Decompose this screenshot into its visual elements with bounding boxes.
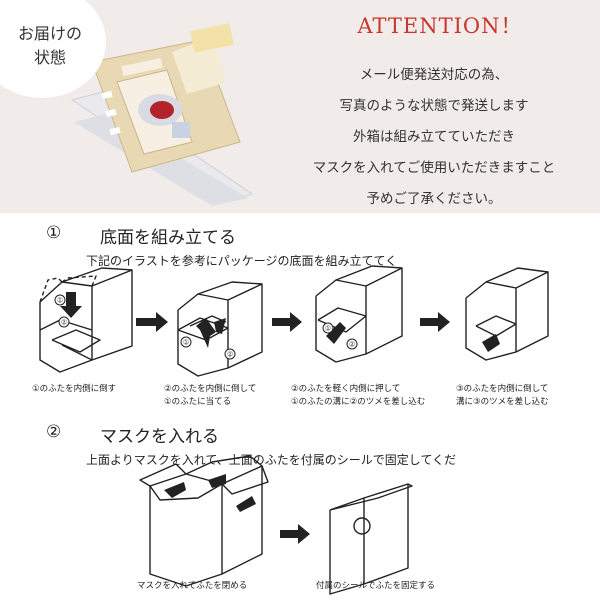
attention-line: 写真のような状態で発送します	[339, 98, 529, 114]
fold-arrow-icon	[60, 292, 82, 318]
caption-line: ①のふたの溝に②のツメを差し込む	[291, 397, 426, 407]
step1-title: 底面を組み立てる	[100, 228, 236, 248]
arrow-right-icon	[272, 312, 302, 332]
arrow-right-icon	[420, 312, 450, 332]
delivery-state-banner	[0, 0, 600, 213]
box-step2-fig2	[329, 483, 413, 595]
step1-caption-4: ③のふたを内側に倒して 溝に③のツメを差し込む	[456, 383, 549, 409]
caption-line: ①のふたを内側に倒す	[32, 384, 117, 394]
caption-line: ②のふたを内側に倒して	[164, 384, 257, 394]
marker-1-label: ①	[57, 297, 63, 305]
fold-markers	[54, 294, 358, 360]
box-step1-fig3	[315, 265, 403, 363]
caption-line: ①のふたに当てる	[164, 397, 232, 407]
step2-number: ②	[46, 422, 62, 442]
fold-arrow-icon	[482, 334, 500, 352]
marker-2-label: ②	[61, 319, 67, 327]
caption-line: ③のふたを内側に倒して	[456, 384, 549, 394]
marker-2-label: ②	[349, 341, 355, 349]
marker-1-label: ①	[325, 325, 331, 333]
step1-caption-1: ①のふたを内側に倒す	[32, 383, 116, 396]
badge-line-1: お届けの	[17, 24, 82, 43]
step2-title: マスクを入れる	[100, 427, 219, 447]
box-step1-fig2	[177, 281, 263, 377]
attention-line: メール便発送対応の為、	[359, 67, 509, 83]
fold-arrow-icon	[164, 482, 186, 498]
step1-description: 下記のイラストを参考にパッケージの底面を組み立ててく	[86, 254, 398, 268]
box-step1-fig1	[39, 267, 133, 373]
fold-arrow-icon	[326, 322, 346, 344]
fold-arrow-icon	[236, 496, 256, 512]
attention-message: メール便発送対応の為、 写真のような状態で発送します 外箱は組み立てていただき …	[268, 60, 600, 215]
marker-2-label: ②	[227, 351, 233, 359]
attention-line: マスクを入れてご使用いただきますこと	[312, 160, 556, 176]
fold-arrow-icon	[208, 474, 226, 488]
package-photo	[70, 23, 254, 206]
attention-line: 予めご了承ください。	[366, 191, 502, 207]
attention-title: ATTENTION！	[357, 14, 523, 38]
step1-number: ①	[46, 223, 62, 243]
flow-arrows	[60, 292, 500, 544]
fold-arrow-icon	[214, 318, 226, 334]
marker-1-label: ①	[183, 339, 189, 347]
box-step1-fig4	[465, 267, 549, 361]
step1-caption-2: ②のふたを内側に倒して ①のふたに当てる	[164, 383, 256, 409]
caption-line: 溝に③のツメを差し込む	[456, 397, 549, 407]
attention-line: 外箱は組み立てていただき	[353, 129, 515, 145]
arrow-right-icon	[136, 312, 168, 332]
caption-line: ②のふたを軽く内側に押して	[291, 384, 401, 394]
badge-line-2: 状態	[33, 48, 66, 67]
step2-caption-2: 付属のシールでふたを固定する	[316, 581, 436, 591]
step2-description: 上面よりマスクを入れて、上面のふたを付属のシールで固定してくだ	[86, 453, 457, 467]
delivery-state-label: お届けの 状態	[10, 22, 90, 70]
box-step2-fig1	[139, 455, 269, 587]
arrow-right-icon	[280, 524, 310, 544]
step2-caption-1: マスクを入れてふたを閉める	[137, 581, 248, 591]
fold-arrow-icon	[196, 318, 216, 348]
step1-caption-3: ②のふたを軽く内側に押して ①のふたの溝に②のツメを差し込む	[291, 383, 425, 409]
